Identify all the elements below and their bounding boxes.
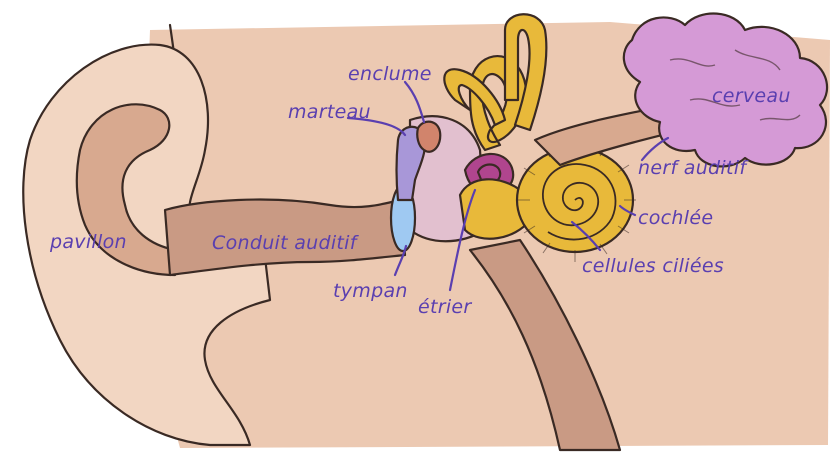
label-pavillon: pavillon	[49, 231, 127, 253]
label-cellules-ciliees: cellules ciliées	[582, 255, 724, 277]
label-conduit-auditif: Conduit auditif	[212, 232, 360, 254]
label-cochlee: cochlée	[638, 207, 713, 229]
label-enclume: enclume	[348, 63, 432, 85]
label-cerveau: cerveau	[712, 85, 791, 107]
label-marteau: marteau	[288, 101, 371, 123]
incus-ossicle	[417, 122, 440, 152]
label-nerf-auditif: nerf auditif	[638, 157, 749, 179]
label-etrier: étrier	[418, 296, 472, 318]
label-tympan: tympan	[333, 280, 408, 302]
